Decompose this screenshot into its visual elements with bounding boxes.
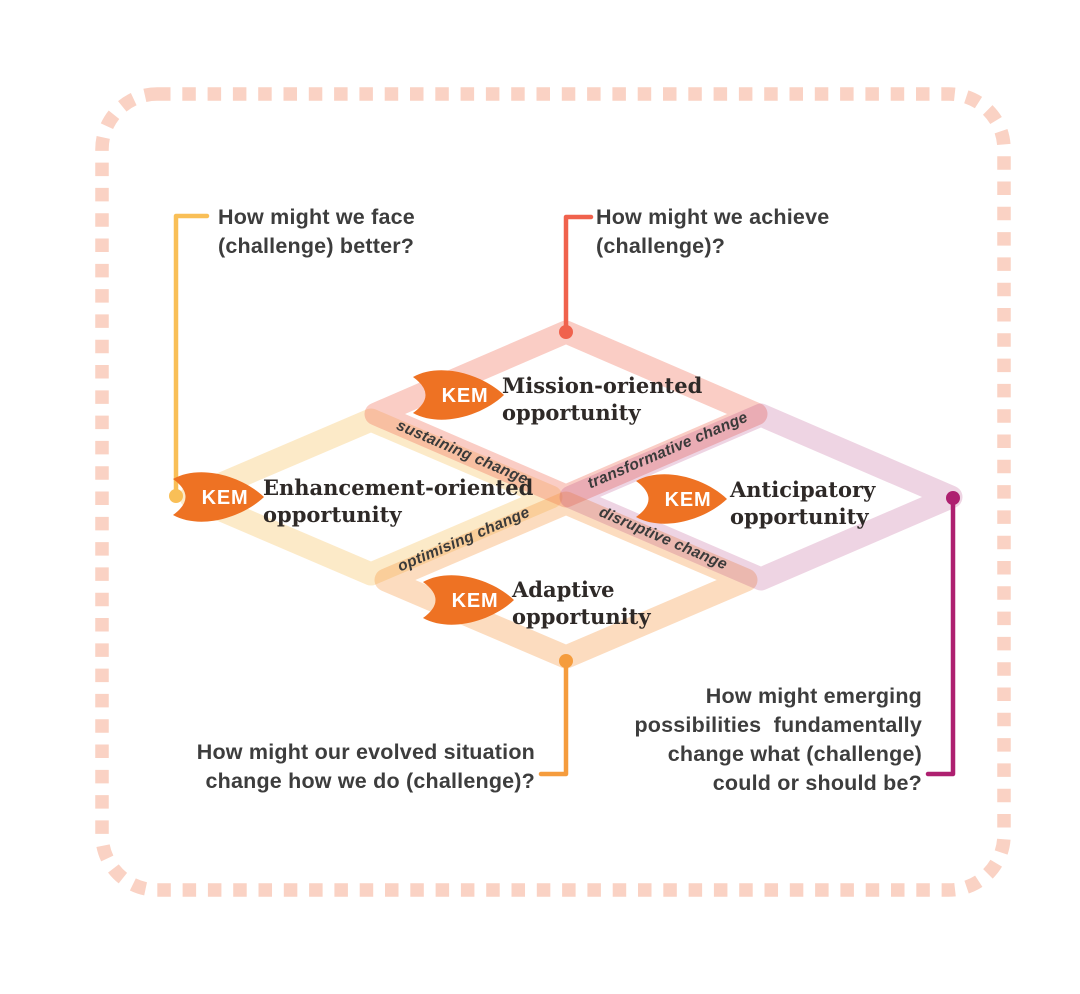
question-bottom-left: How might our evolved situation change h… (197, 738, 535, 796)
question-line: possibilities fundamentally (634, 713, 922, 737)
question-line: (challenge) better? (218, 234, 415, 258)
label-line: opportunity (502, 399, 641, 425)
kem-badge-adaptive: KEM (418, 572, 514, 628)
label-line: opportunity (730, 503, 869, 529)
kem-badge-label: KEM (452, 590, 499, 612)
question-line: (challenge)? (596, 234, 726, 258)
kem-badge-enhancement: KEM (168, 469, 264, 525)
kem-badge-mission: KEM (408, 367, 504, 423)
connector-bottom-right-question (925, 495, 956, 777)
kem-leaf-icon: KEM (413, 370, 504, 420)
label-mission-opportunity: Mission-oriented opportunity (502, 373, 702, 426)
label-line: Adaptive (512, 577, 615, 602)
label-enhancement-opportunity: Enhancement-oriented opportunity (263, 475, 533, 528)
enhancement-vertex-dot (169, 489, 183, 503)
connector-top-left-question (173, 213, 210, 499)
label-line: opportunity (512, 603, 651, 629)
label-adaptive-opportunity: Adaptive opportunity (512, 577, 651, 630)
question-line: change what (challenge) (667, 742, 922, 766)
question-line: How might we achieve (596, 205, 830, 229)
connector-top-center-question (563, 214, 594, 335)
anticipatory-vertex-dot (946, 491, 960, 505)
label-line: opportunity (263, 501, 402, 527)
question-line: change how we do (challenge)? (205, 769, 535, 793)
question-line: could or should be? (712, 771, 922, 795)
label-anticipatory-opportunity: Anticipatory opportunity (730, 477, 875, 530)
question-line: How might our evolved situation (196, 740, 535, 764)
kem-badge-anticipatory: KEM (631, 471, 727, 527)
adaptive-vertex-dot (559, 654, 573, 668)
kem-leaf-icon: KEM (636, 474, 727, 524)
kem-leaf-icon: KEM (423, 575, 514, 625)
question-top-center: How might we achieve (challenge)? (596, 203, 829, 261)
kem-badge-label: KEM (442, 385, 489, 407)
question-line: How might emerging (705, 684, 922, 708)
question-top-left: How might we face (challenge) better? (218, 203, 415, 261)
connector-bottom-left-question (538, 658, 569, 777)
mission-vertex-dot (559, 325, 573, 339)
kem-badge-label: KEM (665, 489, 712, 511)
label-line: Enhancement-oriented (263, 475, 534, 500)
label-line: Mission-oriented (502, 373, 703, 398)
dashed-frame-border (95, 87, 1011, 897)
question-bottom-right: How might emerging possibilities fundame… (634, 682, 922, 798)
question-line: How might we face (218, 205, 415, 229)
kem-badge-label: KEM (202, 487, 249, 509)
kem-leaf-icon: KEM (173, 472, 264, 522)
label-line: Anticipatory (730, 477, 876, 502)
enhancement-ring (179, 408, 563, 586)
